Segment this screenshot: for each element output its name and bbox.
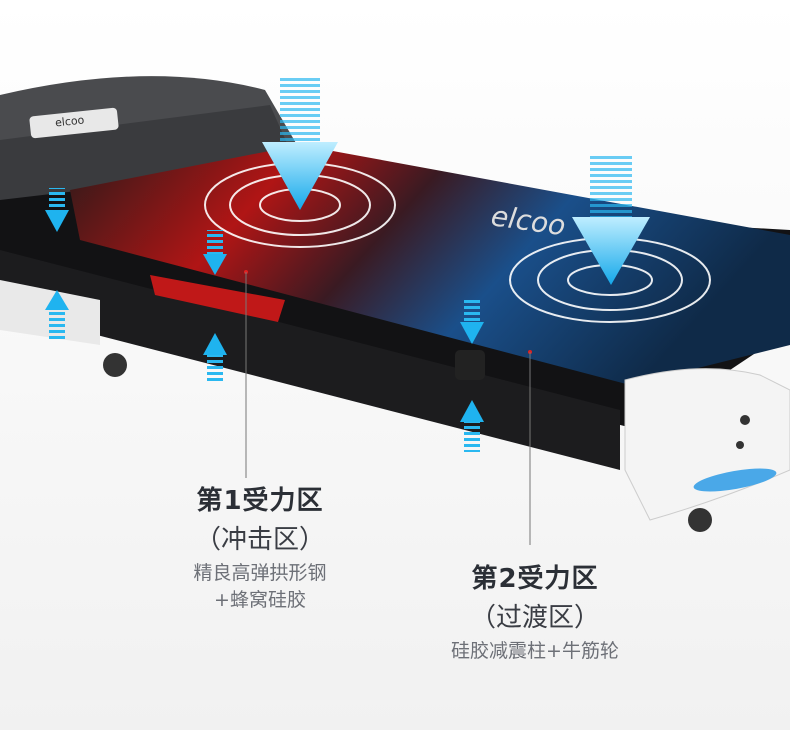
zone2-label: 第2受力区 （过渡区） 硅胶减震柱+牛筋轮: [420, 558, 650, 665]
arrow-down-icon: [460, 298, 484, 344]
arrow-down-icon: [203, 230, 227, 275]
zone2-desc-line: 硅胶减震柱+牛筋轮: [451, 640, 619, 662]
zone2-description: 硅胶减震柱+牛筋轮: [420, 638, 650, 665]
arrow-down-icon: [262, 78, 338, 210]
zone1-subtitle: （冲击区）: [194, 525, 325, 555]
zone2-subtitle: （过渡区）: [469, 603, 600, 633]
arrow-down-icon: [45, 188, 69, 232]
zone2-title: 第2受力区: [471, 564, 599, 594]
zone1-desc-line: 精良高弹拱形钢: [193, 562, 327, 584]
honeycomb-silicone: [150, 275, 285, 322]
zone1-title: 第1受力区: [196, 486, 324, 516]
arrow-up-icon: [45, 290, 69, 340]
zone1-desc-line: +蜂窝硅胶: [214, 589, 306, 611]
arrow-up-icon: [460, 400, 484, 452]
arrow-up-icon: [203, 333, 227, 383]
arrow-down-icon: [572, 155, 650, 285]
hood-logo-plate: [29, 107, 119, 139]
zone1-label: 第1受力区 （冲击区） 精良高弹拱形钢 +蜂窝硅胶: [150, 480, 370, 614]
zone1-description: 精良高弹拱形钢 +蜂窝硅胶: [150, 560, 370, 614]
damping-column: [455, 350, 485, 380]
